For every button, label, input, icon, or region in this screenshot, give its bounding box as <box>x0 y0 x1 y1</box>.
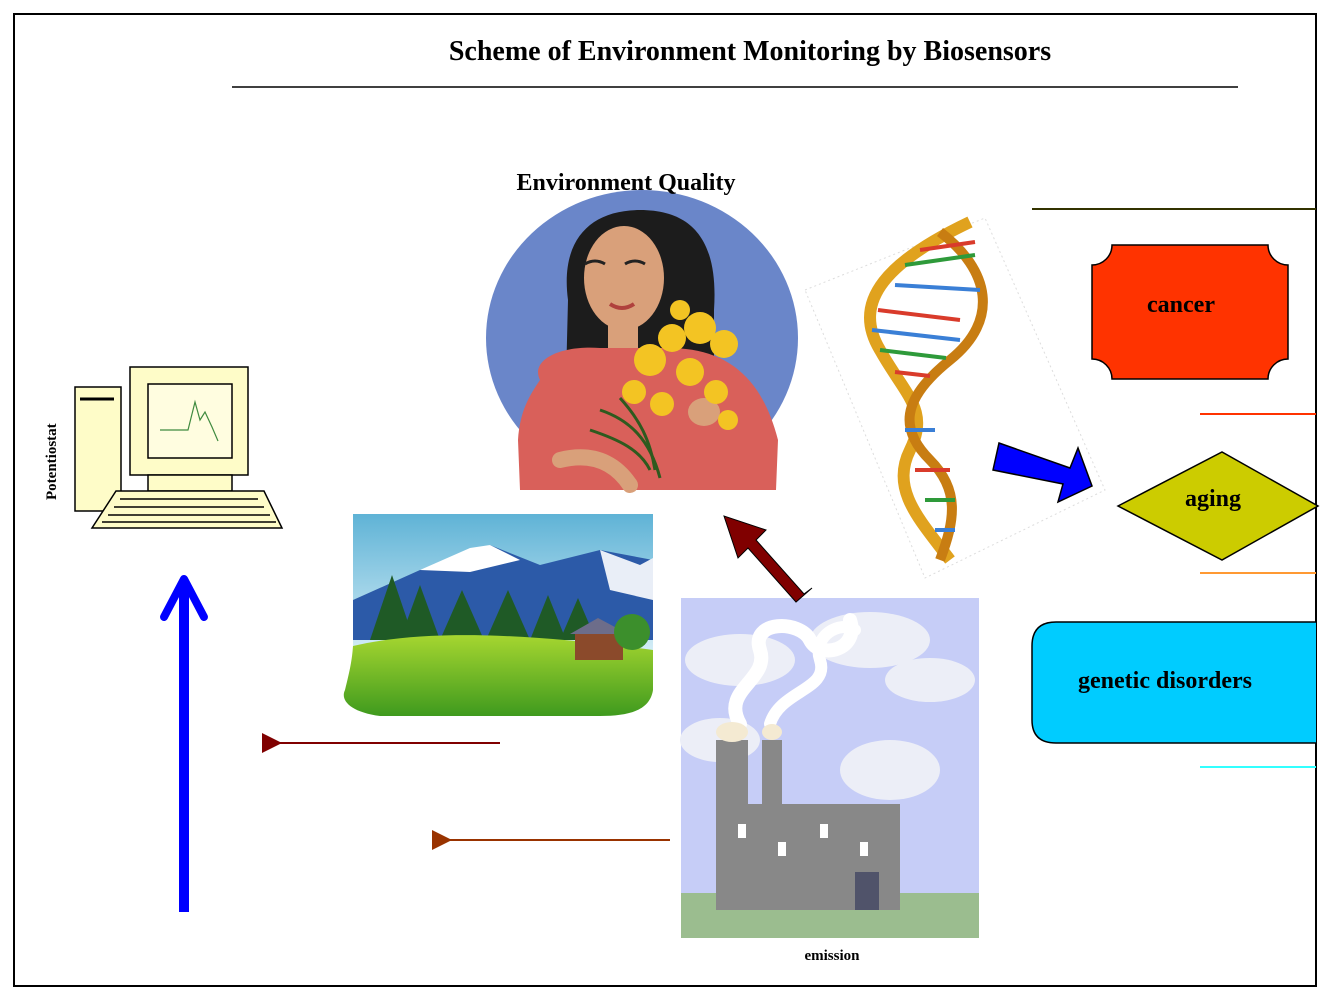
dna-helix-illustration <box>804 216 1106 579</box>
upward-signal-arrow <box>160 575 208 912</box>
environment-quality-label: Environment Quality <box>516 170 736 196</box>
aging-diamond <box>1116 451 1320 561</box>
mountain-landscape-illustration <box>343 514 653 716</box>
genetic-disorders-label: genetic disorders <box>1078 668 1252 694</box>
outer-frame <box>13 13 1317 987</box>
aging-label: aging <box>1184 486 1241 512</box>
factory-emission-illustration <box>680 598 979 938</box>
emission-to-quality-arrow <box>723 515 813 603</box>
diagram-title: Scheme of Environment Monitoring by Bios… <box>448 36 1052 67</box>
woman-with-flowers-illustration <box>486 190 798 493</box>
emission-label: emission <box>804 948 860 964</box>
computer-icon <box>74 366 284 529</box>
potentiostat-label: Potentiostat <box>44 423 60 500</box>
blue-outcome-arrow <box>992 442 1093 504</box>
cancer-box <box>1091 244 1289 380</box>
cancer-label: cancer <box>1147 292 1215 318</box>
genetic-disorders-box <box>1031 621 1316 744</box>
